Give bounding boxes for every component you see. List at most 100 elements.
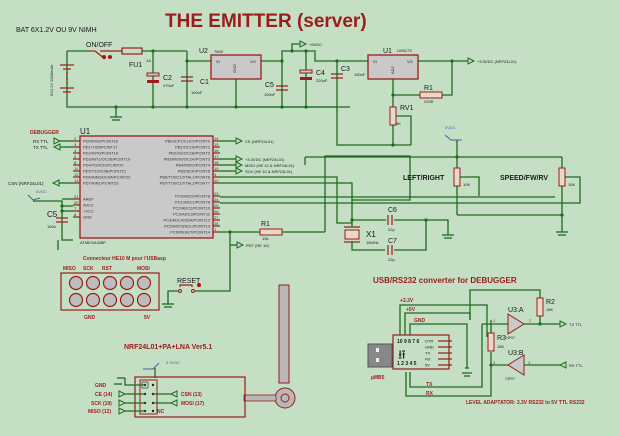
nrf24l01-module: NRF24L01+PA+LNA Ver5.1 3.3VDC GND CE (14… [88, 344, 246, 418]
pin-name: PD2/INT0/PCINT18 [83, 151, 119, 156]
net-rx-ttl: RX TTL [33, 139, 49, 144]
pin-name: PC5/ADC5/SCL/PCINT13 [164, 224, 211, 229]
u2-name: U2 [199, 48, 208, 55]
net-tx-ttl-out: TX TTL [569, 322, 583, 327]
u1reg-part: LM317S [397, 48, 412, 53]
pin-number: 14 [214, 136, 219, 141]
pin-name: PC2/ADC2/PCINT10 [173, 206, 211, 211]
usb-signal-tx: TX [425, 351, 430, 356]
c5-label: C5 [265, 82, 274, 89]
pin-number: 19 [214, 166, 219, 171]
u3b-in: 3 [493, 360, 496, 365]
usb-rail-3v3: +3.3V [400, 298, 414, 304]
reset-button[interactable]: RESET [162, 278, 231, 308]
pin-number: 27 [214, 215, 219, 220]
pot-lr-label: LEFT/RIGHT [403, 175, 445, 182]
fuse-symbol [121, 47, 143, 55]
u3a-part: 74F07 [505, 336, 515, 340]
net-rst: RST (HE 10) [246, 243, 269, 248]
u1reg-vo: VO [407, 59, 413, 64]
pin-number: 15 [214, 142, 219, 147]
usb-signal-dtr: DTR [425, 339, 433, 344]
he10-label-mosi: MOSI [137, 266, 150, 272]
c3-label: C3 [341, 66, 350, 73]
pin-name: PB1/OC1A/PCINT1 [175, 145, 211, 150]
pin-name: PC6/RESET/PCINT14 [170, 230, 211, 235]
pin-name: GND [83, 215, 92, 220]
nrf-title: NRF24L01+PA+LNA Ver5.1 [124, 344, 212, 351]
power-supply: 6X1.2V 2000mAh ON/OFF FU1 1A C2 470uF C1… [49, 40, 517, 147]
pin-number: 28 [214, 221, 219, 226]
r3-value: 15K [497, 344, 504, 349]
pin-name: PB2/SS/OC1B/PCINT2 [169, 151, 211, 156]
on-off-switch[interactable] [87, 50, 122, 60]
net-3v3-out: +3.3VDC (NRF24L01) [477, 59, 517, 64]
net-ce: CE (NRF24L01) [245, 139, 274, 144]
battery-note: BAT 6X1.2V OU 9V NIMH [16, 27, 97, 34]
pin-name: PB4/MISO/PCINT4 [176, 163, 211, 168]
usb-rs232-converter: USB/RS232 converter for DEBUGGER +3.3V +… [367, 276, 541, 397]
he10-pin [102, 292, 118, 308]
c6-label: C6 [388, 207, 397, 214]
r1b-value: 10k [262, 236, 268, 241]
c1-label: C1 [200, 79, 209, 86]
pin-number: 20 [74, 200, 79, 205]
pin-number: 17 [214, 154, 219, 159]
pin-name: PB5/SCK/PCINT5 [178, 169, 211, 174]
pot-left-right[interactable] [453, 167, 461, 187]
nrf-pin-mosi: MOSI (17) [181, 401, 204, 407]
pot-speed-label: SPEED/FW/RV [500, 175, 548, 182]
pin-name: AREF [83, 197, 94, 202]
pin-name: +VCC [83, 209, 94, 214]
usb-bottom-pins: 1 2 3 4 5 [397, 361, 417, 367]
buffer-u3b [507, 354, 525, 376]
pin-number: 9 [214, 172, 217, 177]
pin-name: AVCC [83, 203, 94, 208]
u3a-label: U3:A [508, 307, 524, 314]
he10-label-5v: 5V [144, 315, 151, 321]
resistor-r2 [536, 297, 544, 317]
net-miso: MISO (HE 10 & NRF24L01) [245, 163, 295, 168]
regulator-u2 [210, 54, 262, 80]
pin-name: PD1/TXD/PCINT17 [83, 145, 118, 150]
pin-number: 10 [214, 178, 219, 183]
pin-number: 24 [214, 197, 219, 202]
mcu-pin-7: 7+VCC [73, 206, 94, 214]
c5b-label: C5 [47, 210, 58, 219]
rv1-label: RV1 [400, 105, 414, 112]
pin-number: 6 [74, 160, 77, 165]
nrf-pin-miso: MISO (12) [88, 409, 111, 415]
mcu-part: ATMEGA328P [80, 240, 106, 245]
pot-speed-value: 10K [568, 182, 575, 187]
he10-pin [119, 275, 135, 291]
r2-value: 15K [546, 307, 553, 312]
pot-speed[interactable] [558, 167, 566, 187]
u1reg-vi: VI [373, 59, 377, 64]
u3b-out: 4 [528, 360, 531, 365]
he10-label-rst: RST [102, 266, 112, 272]
fuse-label: FU1 [129, 62, 142, 69]
usb-tx: TX [426, 382, 433, 388]
crystal-x1 [344, 229, 360, 240]
pin-number: 5 [74, 154, 77, 159]
u3a-out: 2 [529, 318, 532, 323]
pin-name: PD3/INT1/OC2B/PCINT19 [83, 157, 131, 162]
net-tx-ttl: TX TTL [33, 145, 48, 150]
battery-label: 6X1.2V 2000mAh [49, 65, 54, 96]
he10-label-gnd: GND [84, 315, 96, 321]
c7-label: C7 [388, 238, 397, 245]
r1-value: 220R [424, 99, 434, 104]
x1-label: X1 [366, 230, 376, 239]
